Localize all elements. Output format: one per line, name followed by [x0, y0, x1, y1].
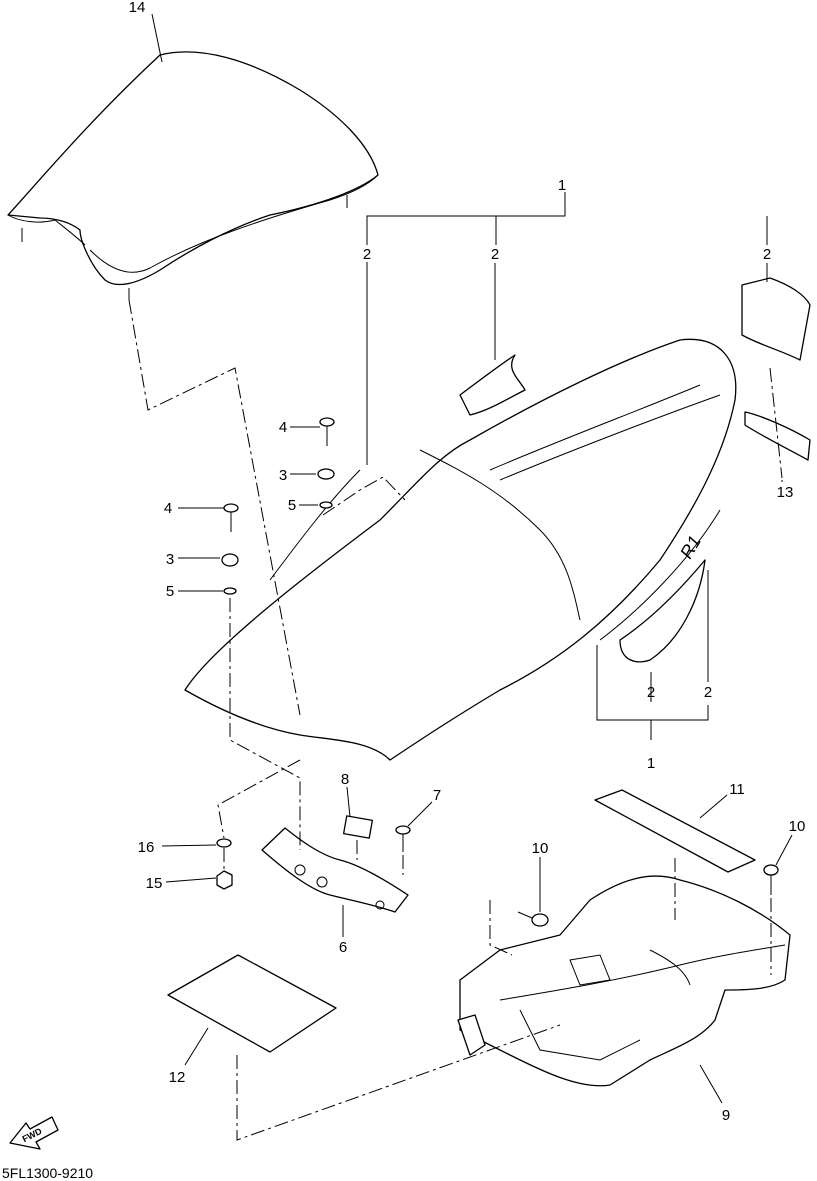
- diagram-code: 5FL1300-9210: [2, 1165, 93, 1181]
- bracket-part: [261, 827, 409, 913]
- callout-1-top: 1: [558, 177, 566, 194]
- clip-part: [342, 815, 374, 839]
- callout-14: 14: [129, 0, 146, 16]
- callout-9: 9: [722, 1107, 730, 1124]
- leader-lines: [151, 13, 793, 1104]
- mat-11-part: [594, 789, 756, 873]
- callout-13: 13: [777, 484, 794, 501]
- callout-6: 6: [339, 939, 347, 956]
- callout-4-upper: 4: [279, 419, 287, 436]
- callout-2-c: 2: [763, 246, 771, 263]
- seat-part: [7, 51, 379, 300]
- callout-16: 16: [138, 839, 155, 856]
- callout-2-d: 2: [647, 684, 655, 701]
- bolt-set-lower: [221, 503, 239, 595]
- callout-5-lower: 5: [166, 583, 174, 600]
- screw-10-parts: [517, 864, 779, 927]
- callout-12: 12: [169, 1069, 186, 1086]
- pad-12-part: [167, 954, 337, 1053]
- fwd-arrow-icon: FWD: [9, 1116, 59, 1150]
- bolt-set-upper: [317, 417, 335, 509]
- callout-2-b: 2: [491, 246, 499, 263]
- nut-washer-part: [216, 838, 233, 890]
- callout-4-lower: 4: [164, 500, 172, 517]
- rear-cowling-part: R1: [184, 277, 811, 761]
- screw-7-part: [395, 825, 411, 852]
- callout-7: 7: [433, 787, 441, 804]
- storage-box-part: [457, 875, 791, 1087]
- assembly-lines: [128, 299, 783, 1141]
- callout-15: 15: [146, 875, 163, 892]
- callout-8: 8: [341, 771, 349, 788]
- callout-1-bottom: 1: [647, 755, 655, 772]
- callout-2-e: 2: [704, 684, 712, 701]
- callout-3-upper: 3: [279, 467, 287, 484]
- callout-3-lower: 3: [166, 551, 174, 568]
- callout-2-a: 2: [363, 246, 371, 263]
- svg-text:R1: R1: [676, 532, 705, 562]
- callout-5-upper: 5: [288, 497, 296, 514]
- callout-10-left: 10: [532, 840, 549, 857]
- callout-11: 11: [729, 781, 745, 798]
- callout-10-right: 10: [789, 818, 806, 835]
